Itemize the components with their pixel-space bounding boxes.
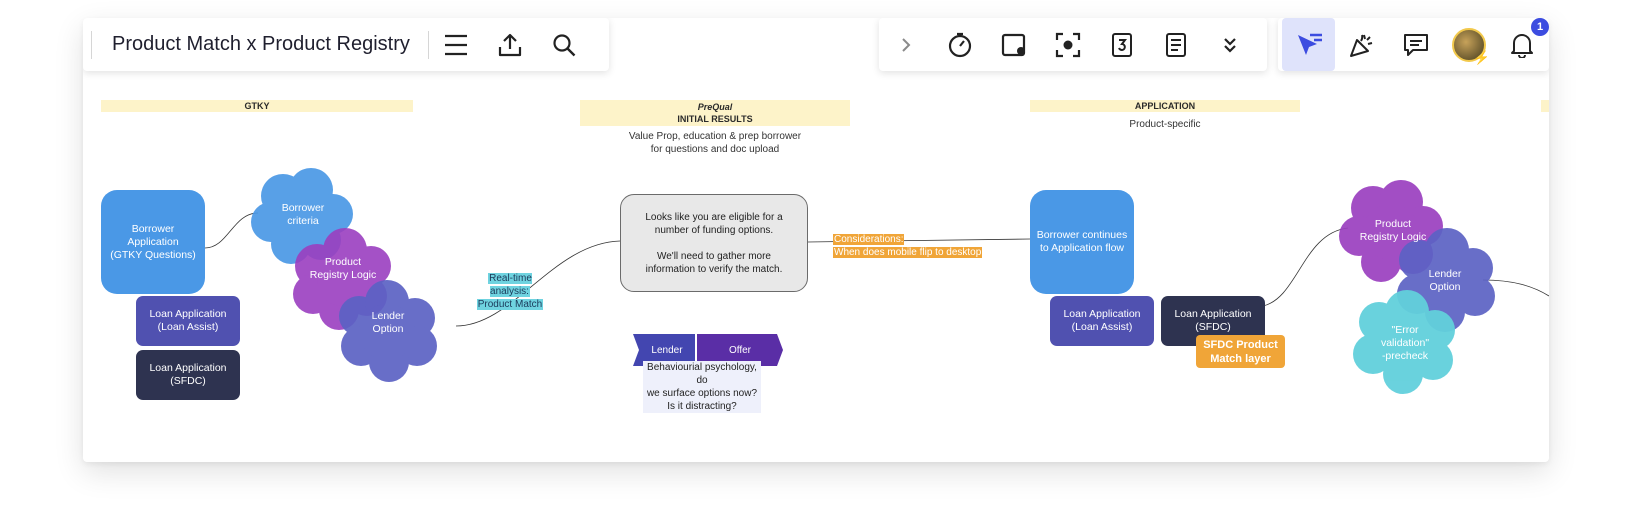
sticky-line: (SFDC) [1195, 321, 1231, 333]
stage-header-next [1541, 100, 1549, 112]
avatar: ⚡ [1451, 27, 1490, 65]
note-line: we surface options now? [646, 388, 758, 399]
search-button[interactable] [537, 18, 591, 71]
notifications-button[interactable]: 1 [1496, 18, 1549, 71]
offer-arrow-shape [697, 334, 783, 366]
pointer-icon [1297, 33, 1322, 55]
stage-header-title: INITIAL RESULTS [677, 114, 753, 124]
cloud-lender-option [339, 280, 437, 382]
pointer-button[interactable] [1282, 18, 1336, 71]
tag-line: Match layer [1210, 352, 1271, 365]
timer-icon [948, 32, 972, 57]
connector-lines [204, 212, 1549, 327]
realtime-analysis-note[interactable]: Real-time analysis: Product Match [467, 272, 553, 311]
stage-subtitle-prequal: Value Prop, education & prep borrower fo… [580, 130, 850, 156]
behavioural-psychology-note[interactable]: Behaviourial psychology, do we surface o… [643, 361, 761, 413]
connector [1262, 227, 1349, 307]
sticky-line: Loan Application [1174, 308, 1252, 320]
divider [427, 30, 429, 59]
subtitle-line: Value Prop, education & prep borrower [628, 131, 802, 142]
comments-button[interactable] [1389, 18, 1442, 71]
note-line: Product Match [476, 299, 544, 310]
box-line: Looks like you are eligible for a [645, 211, 783, 223]
notification-badge: 1 [1531, 18, 1549, 36]
notes-button[interactable] [1149, 18, 1203, 71]
share-button[interactable] [483, 18, 537, 71]
sticky-loan-application-assist[interactable]: Loan Application (Loan Assist) [136, 296, 240, 346]
more-tools-button[interactable] [1203, 18, 1257, 71]
sticky-loan-application-sfdc[interactable]: Loan Application (SFDC) [136, 350, 240, 400]
box-line: number of funding options. [654, 224, 774, 236]
subtitle-line: for questions and doc upload [650, 144, 780, 155]
lender-tag[interactable]: Lender [651, 344, 683, 356]
stage-header-prequal: PreQual INITIAL RESULTS [580, 100, 850, 126]
connector [455, 240, 621, 327]
counter-button[interactable] [1095, 18, 1149, 71]
note-line: Considerations: [833, 234, 905, 245]
connector [1482, 279, 1549, 297]
cloud-lender-option-2 [1397, 228, 1495, 332]
search-icon [553, 33, 576, 56]
celebrate-button[interactable] [1335, 18, 1388, 71]
sticky-borrower-application[interactable]: Borrower Application (GTKY Questions) [101, 190, 205, 294]
menu-button[interactable] [429, 18, 483, 71]
sticky-line: (Loan Assist) [157, 321, 219, 333]
note-line: Behaviourial psychology, do [647, 362, 757, 386]
timer-button[interactable] [933, 18, 987, 71]
sticky-line: (GTKY Questions) [110, 248, 196, 261]
chevron-double-down-icon [1224, 37, 1236, 53]
sticky-line: Application [127, 235, 179, 248]
sticky-line: Loan Application [1063, 308, 1141, 320]
sticky-line: Loan Application [149, 362, 227, 374]
celebrate-icon [1350, 34, 1373, 57]
user-avatar-button[interactable]: ⚡ [1442, 18, 1495, 71]
considerations-note[interactable]: Considerations: When does mobile flip to… [833, 233, 983, 259]
collapse-button[interactable] [879, 18, 933, 71]
focus-button[interactable] [1041, 18, 1095, 71]
board-toolbar: Product Match x Product Registry [83, 18, 609, 71]
sticky-line: (Loan Assist) [1071, 321, 1133, 333]
sticky-line: to Application flow [1039, 242, 1125, 254]
lender-arrow-shape [633, 334, 695, 366]
card-icon [1001, 33, 1026, 56]
box-line: We'll need to gather more [656, 250, 771, 262]
bell-icon [1511, 33, 1534, 58]
divider [91, 30, 92, 59]
stage-header-italic: PreQual [697, 102, 733, 112]
tag-line: SFDC Product [1203, 338, 1278, 351]
note-line: When does mobile flip to desktop [833, 247, 983, 258]
sticky-loan-application-assist-2[interactable]: Loan Application (Loan Assist) [1050, 296, 1154, 346]
sticky-line: Loan Application [149, 308, 227, 320]
menu-icon [444, 34, 467, 55]
cloud-shapes-gtky [251, 168, 437, 382]
note-line: Is it distracting? [667, 401, 737, 412]
stage-subtitle-application: Product-specific [1129, 119, 1201, 130]
sticky-line: (SFDC) [170, 375, 206, 387]
counter-icon [1112, 32, 1132, 57]
notes-icon [1166, 32, 1186, 57]
offer-tag[interactable]: Offer [728, 344, 752, 356]
board-title[interactable]: Product Match x Product Registry [112, 33, 410, 55]
sticky-borrower-continues[interactable]: Borrower continues to Application flow [1030, 190, 1134, 294]
lightning-icon: ⚡ [1473, 49, 1490, 65]
sticky-line: Borrower [131, 222, 175, 235]
connector [204, 212, 259, 249]
sfdc-product-match-layer-tag[interactable]: SFDC Product Match layer [1196, 335, 1285, 368]
cloud-shapes-application [1339, 180, 1495, 394]
box-line: information to verify the match. [645, 263, 783, 275]
sticky-line: Borrower continues [1036, 229, 1128, 241]
cloud-error-validation [1353, 290, 1455, 394]
comment-icon [1403, 33, 1428, 56]
stage-header-application: APPLICATION [1030, 100, 1300, 112]
board-tools-toolbar [879, 18, 1267, 71]
collaboration-toolbar: ⚡ 1 [1278, 18, 1549, 71]
lender-offer-arrows [633, 334, 783, 366]
stage-header-gtky: GTKY [101, 100, 413, 112]
focus-icon [1055, 32, 1081, 57]
board-window: Product Match x Product Registry [83, 18, 1549, 462]
chevron-right-icon [902, 37, 911, 52]
eligibility-message-box[interactable]: Looks like you are eligible for a number… [620, 194, 808, 292]
card-button[interactable] [987, 18, 1041, 71]
upload-icon [498, 33, 521, 56]
